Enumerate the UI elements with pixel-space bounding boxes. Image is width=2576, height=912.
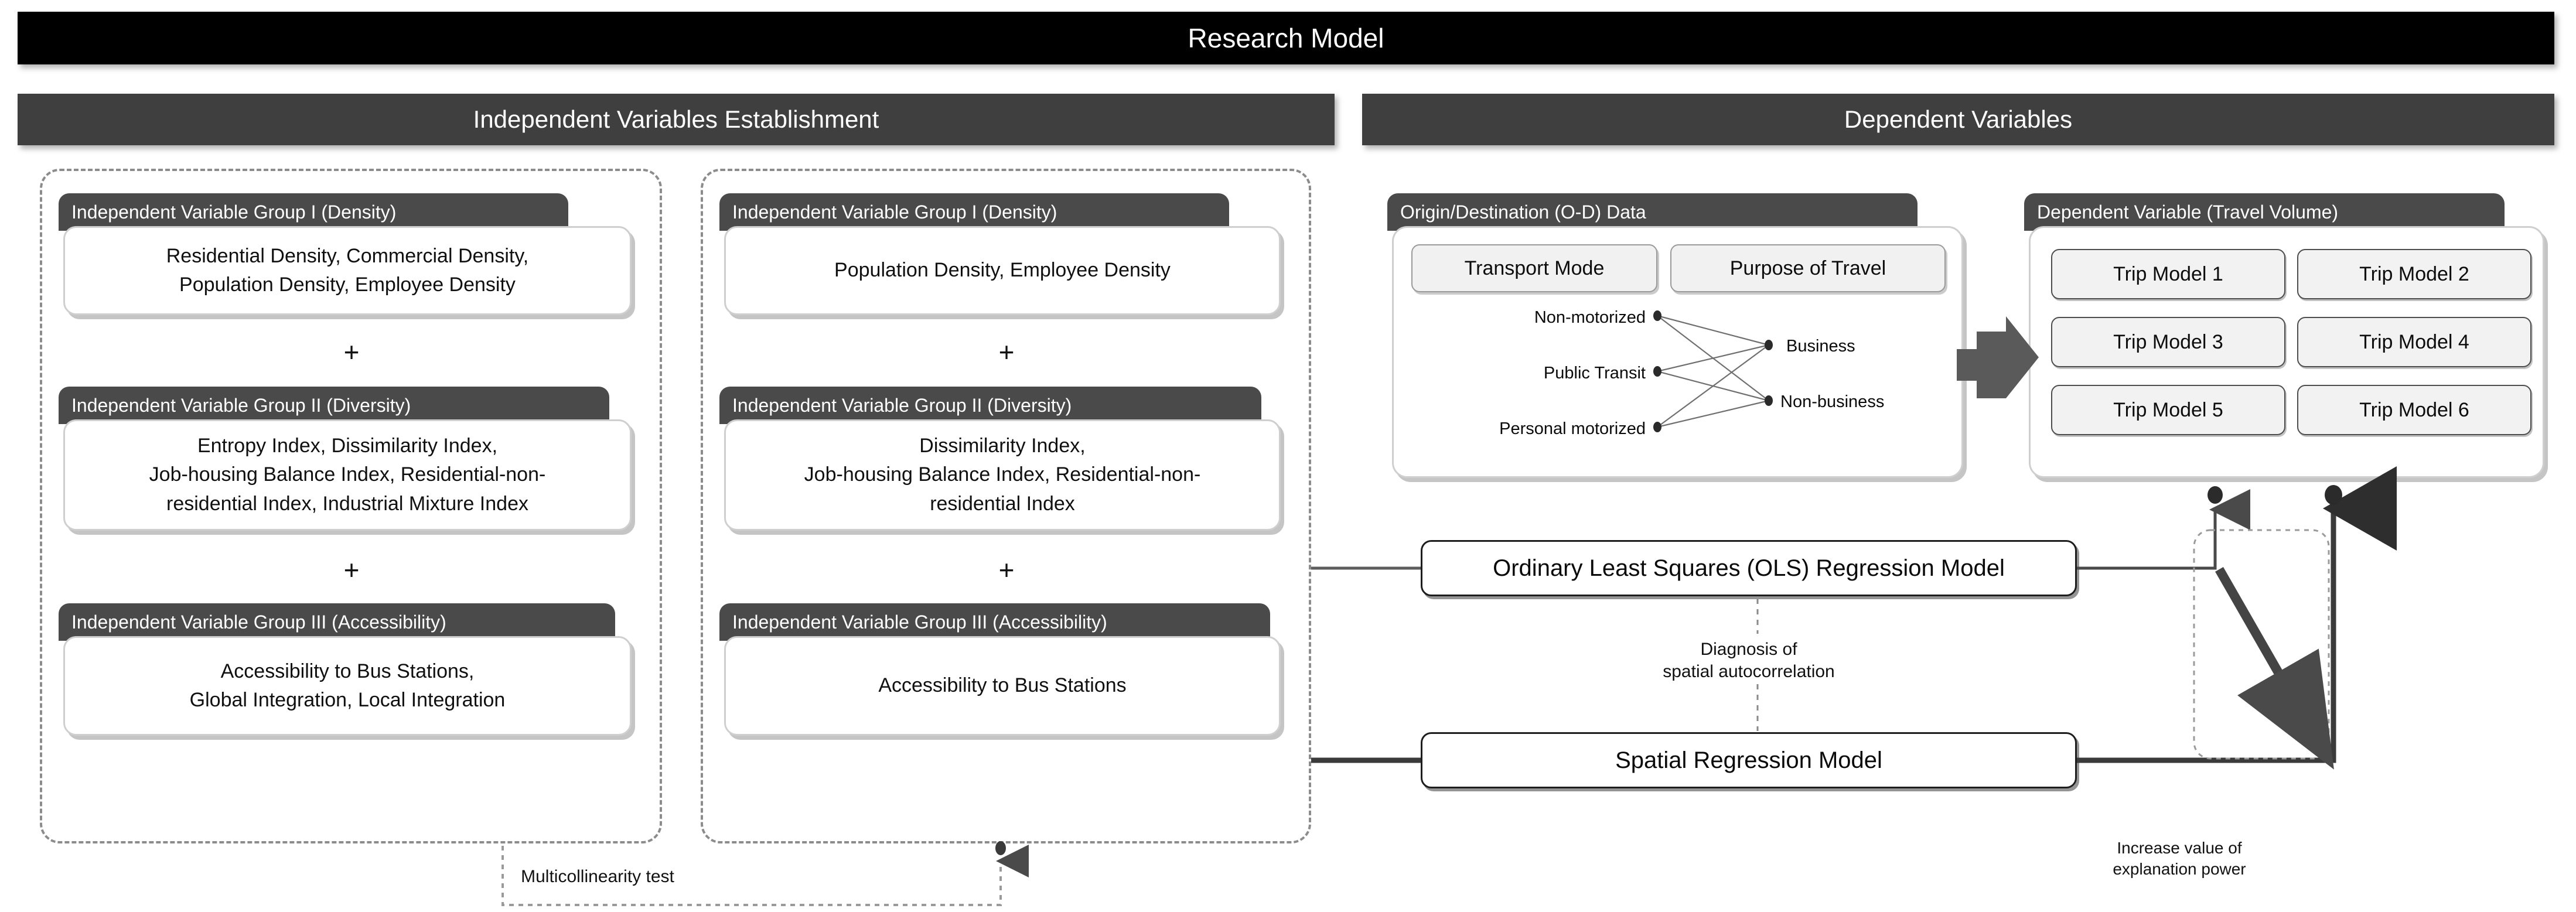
variable-group-accessibility-reduced: Independent Variable Group III (Accessib…	[719, 603, 1294, 756]
variable-group-body: Accessibility to Bus Stations	[724, 636, 1281, 736]
increase-explanation-power-label: Increase value of explanation power	[2113, 839, 2246, 878]
dependent-variable-header: Dependent Variable (Travel Volume)	[2024, 193, 2505, 231]
plus-operator-3: +	[998, 337, 1015, 367]
variable-group-body: Population Density, Employee Density	[724, 226, 1281, 315]
variable-group-body: Entropy Index, Dissimilarity Index, Job-…	[63, 419, 632, 531]
variable-group-diversity-full: Independent Variable Group II (Diversity…	[59, 387, 644, 545]
variable-group-body: Dissimilarity Index, Job-housing Balance…	[724, 419, 1281, 531]
increase-power-diagonal-arrow	[2215, 567, 2334, 770]
spatial-regression-model-box[interactable]: Spatial Regression Model	[1421, 732, 2077, 788]
section-header-independent-variables: Independent Variables Establishment	[18, 94, 1335, 145]
variable-group-body: Accessibility to Bus Stations, Global In…	[63, 636, 632, 736]
variable-group-header: Independent Variable Group III (Accessib…	[59, 603, 615, 641]
variable-group-diversity-reduced: Independent Variable Group II (Diversity…	[719, 387, 1294, 545]
dependent-variable-panel: Dependent Variable (Travel Volume) Trip …	[2024, 193, 2551, 492]
trip-model-2[interactable]: Trip Model 2	[2297, 249, 2531, 299]
od-node-label-non-motorized: Non-motorized	[1534, 308, 1646, 327]
od-data-header: Origin/Destination (O-D) Data	[1387, 193, 1918, 231]
od-node-label-business: Business	[1786, 337, 1855, 356]
dependent-variable-body: Trip Model 1 Trip Model 2 Trip Model 3 T…	[2029, 226, 2544, 478]
trip-model-4[interactable]: Trip Model 4	[2297, 317, 2531, 367]
increase-power-highlight-box	[2193, 529, 2330, 760]
od-node-label-personal-motorized: Personal motorized	[1499, 419, 1646, 438]
variable-group-header: Independent Variable Group II (Diversity…	[59, 387, 609, 424]
variable-group-density-reduced: Independent Variable Group I (Density) P…	[719, 193, 1294, 328]
plus-operator-4: +	[998, 555, 1015, 585]
plus-operator-1: +	[343, 337, 360, 367]
od-data-panel: Origin/Destination (O-D) Data Transport …	[1387, 193, 1973, 492]
od-node-label-public-transit: Public Transit	[1543, 364, 1646, 382]
plus-operator-2: +	[343, 555, 360, 585]
ols-regression-model-box[interactable]: Ordinary Least Squares (OLS) Regression …	[1421, 540, 2077, 596]
od-data-body: Transport Mode Purpose of Travel Non-mot…	[1392, 226, 1963, 478]
trip-model-5[interactable]: Trip Model 5	[2051, 385, 2285, 435]
section-header-dependent-variables: Dependent Variables	[1362, 94, 2554, 145]
page-title: Research Model	[18, 12, 2554, 64]
variable-group-header: Independent Variable Group III (Accessib…	[719, 603, 1270, 641]
chip-purpose-of-travel[interactable]: Purpose of Travel	[1670, 244, 1946, 292]
trip-model-3[interactable]: Trip Model 3	[2051, 317, 2285, 367]
trip-model-1[interactable]: Trip Model 1	[2051, 249, 2285, 299]
multicollinearity-test-label: Multicollinearity test	[521, 867, 674, 886]
variable-group-header: Independent Variable Group II (Diversity…	[719, 387, 1261, 424]
variable-group-header: Independent Variable Group I (Density)	[59, 193, 568, 231]
variable-group-body: Residential Density, Commercial Density,…	[63, 226, 632, 315]
ols-to-dependent-arrow	[2077, 489, 2250, 570]
variable-group-accessibility-full: Independent Variable Group III (Accessib…	[59, 603, 644, 756]
spatial-to-dependent-arrow	[2077, 466, 2397, 763]
od-bipartite-graph	[1653, 310, 1773, 432]
variable-group-density-full: Independent Variable Group I (Density) R…	[59, 193, 644, 328]
variable-group-header: Independent Variable Group I (Density)	[719, 193, 1229, 231]
od-node-label-non-business: Non-business	[1780, 392, 1885, 411]
chip-transport-mode[interactable]: Transport Mode	[1411, 244, 1657, 292]
trip-model-6[interactable]: Trip Model 6	[2297, 385, 2531, 435]
diagnosis-label: Diagnosis of spatial autocorrelation	[1663, 640, 1835, 682]
